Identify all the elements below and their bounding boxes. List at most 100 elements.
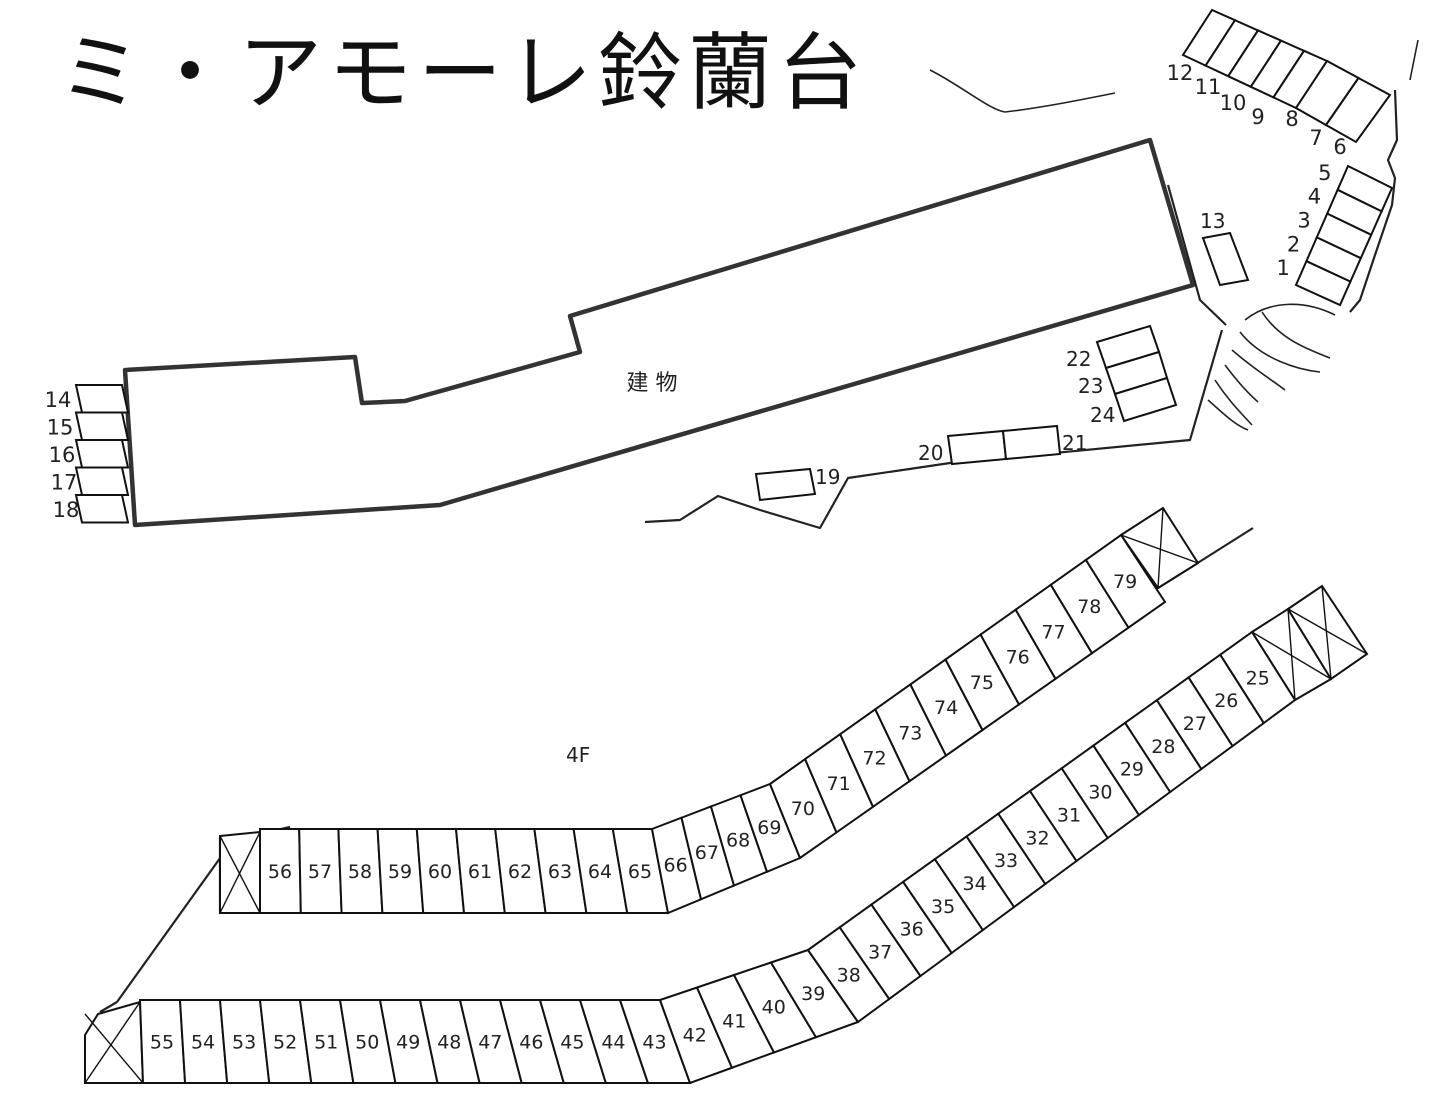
space-number-33: 33 <box>994 850 1018 872</box>
parking-space-14 <box>74 384 130 414</box>
space-number-4: 4 <box>1308 185 1321 209</box>
space-number-3: 3 <box>1297 209 1310 233</box>
space-number-34: 34 <box>962 873 986 895</box>
space-number-70: 70 <box>791 798 815 820</box>
lot-boundary-east <box>1166 184 1227 326</box>
parking-space-19 <box>754 467 817 502</box>
space-number-72: 72 <box>862 748 886 770</box>
space-number-61: 61 <box>468 861 492 883</box>
space-number-31: 31 <box>1057 804 1081 826</box>
space-number-29: 29 <box>1120 759 1144 781</box>
space-number-25: 25 <box>1246 667 1270 689</box>
space-number-12: 12 <box>1167 61 1194 85</box>
floor-label: 4F <box>566 743 590 767</box>
space-number-58: 58 <box>348 861 372 883</box>
space-number-64: 64 <box>588 861 612 883</box>
space-number-27: 27 <box>1183 713 1207 735</box>
space-number-50: 50 <box>355 1031 379 1053</box>
space-number-59: 59 <box>388 861 412 883</box>
space-number-44: 44 <box>601 1031 625 1053</box>
space-number-38: 38 <box>837 964 861 986</box>
space-number-68: 68 <box>726 830 750 852</box>
lot-boundary-lower <box>644 329 1224 530</box>
space-number-74: 74 <box>934 697 958 719</box>
space-number-28: 28 <box>1151 736 1175 758</box>
parking-space-6 <box>1324 76 1392 144</box>
space-number-7: 7 <box>1309 126 1322 150</box>
space-number-65: 65 <box>628 861 652 883</box>
space-number-52: 52 <box>273 1031 297 1053</box>
parking-space-24 <box>1113 376 1178 423</box>
space-number-46: 46 <box>519 1031 543 1053</box>
parking-space-1 <box>1294 259 1352 307</box>
blocked-space-outer-left <box>84 1000 145 1084</box>
space-number-37: 37 <box>868 942 892 964</box>
parking-space-16 <box>74 439 130 469</box>
space-number-42: 42 <box>683 1024 707 1046</box>
space-number-39: 39 <box>801 983 825 1005</box>
space-number-45: 45 <box>560 1031 584 1053</box>
space-number-22: 22 <box>1066 347 1091 371</box>
space-number-51: 51 <box>314 1031 338 1053</box>
space-number-13: 13 <box>1200 209 1225 233</box>
space-number-49: 49 <box>396 1031 420 1053</box>
space-number-67: 67 <box>695 842 719 864</box>
space-number-1: 1 <box>1277 256 1290 280</box>
parking-space-17 <box>74 466 130 496</box>
space-number-11: 11 <box>1195 75 1222 99</box>
space-number-20: 20 <box>918 441 943 465</box>
space-number-43: 43 <box>642 1031 666 1053</box>
space-number-71: 71 <box>827 773 851 795</box>
parking-space-21 <box>1001 424 1062 461</box>
floor-4f-plan: 4F 56 57 58 59 60 <box>84 506 1369 1085</box>
space-number-2: 2 <box>1287 232 1300 256</box>
space-number-66: 66 <box>664 855 688 877</box>
space-number-16: 16 <box>49 443 76 467</box>
road-curve <box>929 69 1116 113</box>
space-number-79: 79 <box>1113 571 1137 593</box>
space-number-21: 21 <box>1062 431 1087 455</box>
space-number-57: 57 <box>308 861 332 883</box>
space-number-55: 55 <box>150 1031 174 1053</box>
space-number-40: 40 <box>762 997 786 1019</box>
space-number-54: 54 <box>191 1031 215 1053</box>
space-number-10: 10 <box>1220 91 1247 115</box>
space-number-69: 69 <box>757 817 781 839</box>
parking-space-18 <box>74 494 130 524</box>
space-number-18: 18 <box>53 498 80 522</box>
space-number-5: 5 <box>1318 161 1331 185</box>
space-number-19: 19 <box>815 465 840 489</box>
blocked-space-outer-top-2 <box>1286 584 1369 681</box>
lot-boundary-northeast <box>1349 89 1399 313</box>
space-number-73: 73 <box>898 722 922 744</box>
space-number-56: 56 <box>268 861 292 883</box>
space-number-6: 6 <box>1333 135 1346 159</box>
space-number-47: 47 <box>478 1031 502 1053</box>
space-number-75: 75 <box>970 672 994 694</box>
space-number-23: 23 <box>1078 374 1103 398</box>
space-number-36: 36 <box>900 919 924 941</box>
space-number-17: 17 <box>51 470 78 494</box>
space-number-24: 24 <box>1090 403 1115 427</box>
space-number-15: 15 <box>47 415 74 439</box>
space-number-32: 32 <box>1025 827 1049 849</box>
building-outline <box>122 137 1196 528</box>
space-number-26: 26 <box>1214 690 1238 712</box>
space-number-63: 63 <box>548 861 572 883</box>
building-label: 建 物 <box>627 371 678 396</box>
space-number-48: 48 <box>437 1031 461 1053</box>
driveway-arcs <box>1207 303 1336 431</box>
space-number-60: 60 <box>428 861 452 883</box>
lot-boundary-north-tick <box>1409 39 1419 81</box>
space-number-35: 35 <box>931 896 955 918</box>
space-number-30: 30 <box>1088 782 1112 804</box>
space-number-77: 77 <box>1041 621 1065 643</box>
parking-space-79 <box>1084 533 1167 630</box>
